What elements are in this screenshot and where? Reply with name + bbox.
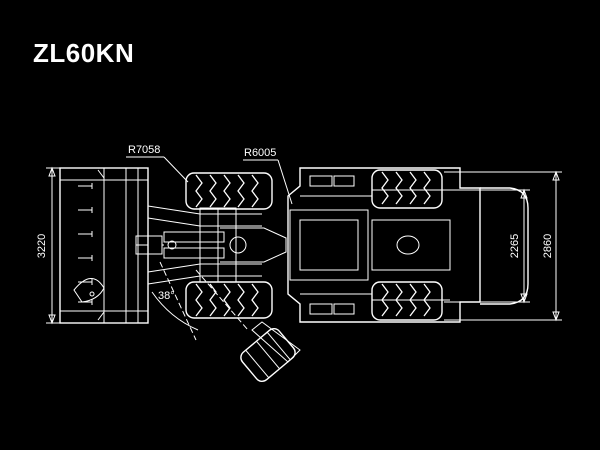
front-right-wheel	[185, 281, 273, 319]
front-axle	[199, 207, 237, 283]
articulation-angle-indicator	[151, 261, 249, 341]
dimension-overall-width	[444, 170, 562, 322]
track-width-label: 2265	[509, 234, 521, 258]
bucket-teeth	[73, 169, 105, 321]
rear-left-wheel	[371, 169, 443, 209]
model-title: ZL60KN	[33, 38, 135, 68]
front-left-wheel	[185, 172, 273, 210]
rear-right-wheel	[371, 281, 443, 321]
dimension-track-width	[444, 188, 530, 304]
turning-radius-inner-label: R6005	[244, 147, 276, 159]
turning-radius-leaders	[126, 156, 293, 205]
lift-arms	[135, 205, 287, 285]
bucket	[59, 167, 149, 324]
turning-radius-outer-label: R7058	[128, 144, 160, 156]
dimension-bucket-width	[46, 166, 62, 325]
turned-front-wheel	[240, 321, 301, 383]
bucket-width-label: 3220	[36, 234, 48, 258]
overall-width-label: 2860	[542, 234, 554, 258]
articulation-angle-label: 38°	[158, 290, 175, 302]
